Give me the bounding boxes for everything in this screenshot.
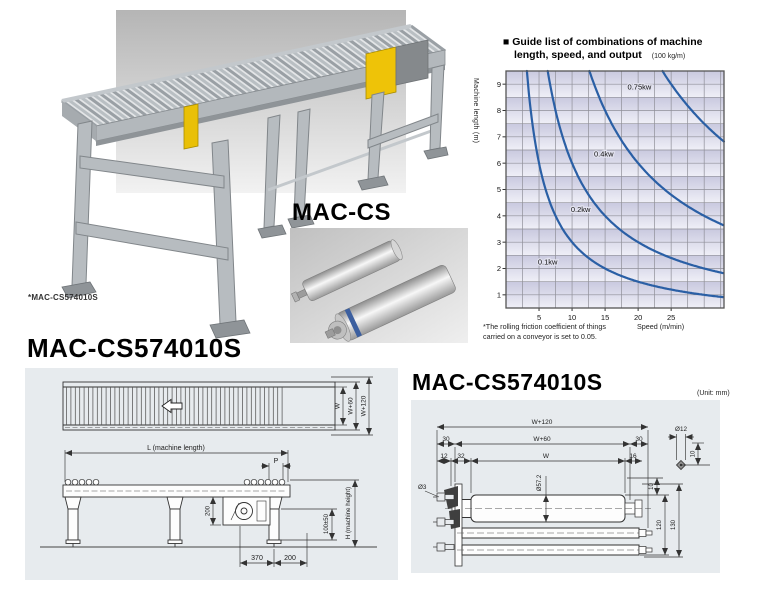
- dim-16: 16: [629, 453, 637, 460]
- dim-12: 12: [440, 453, 448, 460]
- dim-32: 32: [457, 453, 465, 460]
- dim-w: W: [335, 402, 342, 409]
- chart-y-axis-label: Machine length (m): [472, 78, 479, 144]
- dim-roller-width: W: [543, 453, 550, 460]
- dim-drive-offset: 370: [251, 555, 263, 562]
- svg-text:7: 7: [497, 132, 501, 141]
- svg-text:5: 5: [497, 185, 501, 194]
- roller-photo-illustration: [290, 228, 468, 343]
- photo-caption: *MAC-CS574010S: [28, 293, 98, 302]
- swivel-feet: [61, 146, 449, 339]
- dim-w120: W+120: [361, 395, 368, 416]
- dim-drive-height: 200: [206, 505, 212, 516]
- dim-frame-depth-inner: 120: [657, 519, 663, 530]
- dim-pitch: P: [274, 458, 279, 465]
- chart-unit-note: (100 kg/m): [651, 52, 686, 60]
- unit-note: (Unit: mm): [697, 390, 730, 397]
- side-view: [40, 478, 377, 548]
- svg-text:20: 20: [634, 313, 642, 322]
- drawing-left-title: MAC-CS574010S: [27, 333, 242, 363]
- dim-machine-length: L (machine length): [147, 445, 205, 452]
- svg-text:0.2kw: 0.2kw: [571, 205, 591, 214]
- dim-end-offset: 200: [284, 555, 296, 562]
- mounting-bolts: [433, 492, 455, 552]
- svg-text:3: 3: [497, 238, 501, 247]
- chart-footnote: *The rolling friction coefficient of thi…: [483, 322, 606, 341]
- svg-text:8: 8: [497, 106, 501, 115]
- svg-text:2: 2: [497, 264, 501, 273]
- dim-machine-height: H (machine height): [345, 487, 352, 539]
- dim-hole-dia: Ø3: [418, 484, 427, 491]
- dim-foot-adjust: 100±50: [324, 513, 330, 534]
- svg-text:0.75kw: 0.75kw: [628, 82, 652, 91]
- leg-frame-left: [71, 120, 237, 325]
- svg-text:0.1kw: 0.1kw: [538, 258, 558, 267]
- svg-text:0.4kw: 0.4kw: [594, 150, 614, 159]
- dim-w60: W+60: [348, 397, 355, 415]
- roller-sprocket: [324, 265, 456, 342]
- roller-plain: [291, 239, 403, 303]
- frame-bars: [457, 527, 653, 556]
- roller-bed: [61, 24, 446, 128]
- svg-text:6: 6: [497, 159, 501, 168]
- dim-gap-top: 10: [649, 483, 655, 490]
- flow-direction-arrow-icon: [161, 398, 183, 414]
- dim-roller-dia: Ø57.2: [537, 474, 543, 491]
- yellow-drive-box: [365, 46, 397, 100]
- power-speed-length-chart: 1 2 3 4 5 6 7 8 9 5 10 15 20 25 0.1kw 0.2kw 0.4kw 0.75kw: [497, 69, 725, 322]
- yellow-end-plate: [183, 103, 199, 150]
- leg-frame-middle: [263, 64, 445, 229]
- side-view-dimensions: [64, 450, 291, 482]
- dim-shaft-dia: Ø12: [675, 426, 687, 433]
- roller-series-title: MAC-CS: [292, 199, 391, 226]
- svg-text:4: 4: [497, 211, 501, 220]
- dimension-drawing-plan-side: W W+60 W+120: [40, 376, 377, 567]
- plan-view-dimensions: [331, 376, 373, 436]
- svg-text:10: 10: [568, 313, 576, 322]
- svg-text:5: 5: [537, 313, 541, 322]
- dim-margin-left: 30: [442, 436, 450, 443]
- svg-text:9: 9: [497, 80, 501, 89]
- bullet-icon: ■: [503, 36, 510, 48]
- chart-title: ■ Guide list of combinations of machine …: [503, 36, 703, 61]
- svg-text:15: 15: [601, 313, 609, 322]
- svg-text:25: 25: [667, 313, 675, 322]
- cross-section-dimensions: [424, 424, 710, 558]
- drawing-right-title: MAC-CS574010S: [412, 369, 603, 395]
- dim-overall-width: W+120: [532, 419, 553, 426]
- svg-text:1: 1: [497, 290, 501, 299]
- conveyor-photo-illustration: [60, 10, 449, 339]
- dim-frame-depth-outer: 130: [671, 519, 677, 530]
- plan-view: [62, 381, 336, 431]
- dim-frame-width: W+60: [533, 436, 551, 443]
- blue-ring: [344, 308, 362, 338]
- dim-margin-right: 30: [635, 436, 643, 443]
- dimension-drawing-cross-section: W+120 30 W+60 30 12 32 W 16 Ø57.2 10 120…: [418, 419, 710, 567]
- dim-shaft-width: 10: [691, 450, 697, 457]
- drive-unit: [222, 496, 271, 526]
- chart-x-axis-label: Speed (m/min): [637, 322, 685, 331]
